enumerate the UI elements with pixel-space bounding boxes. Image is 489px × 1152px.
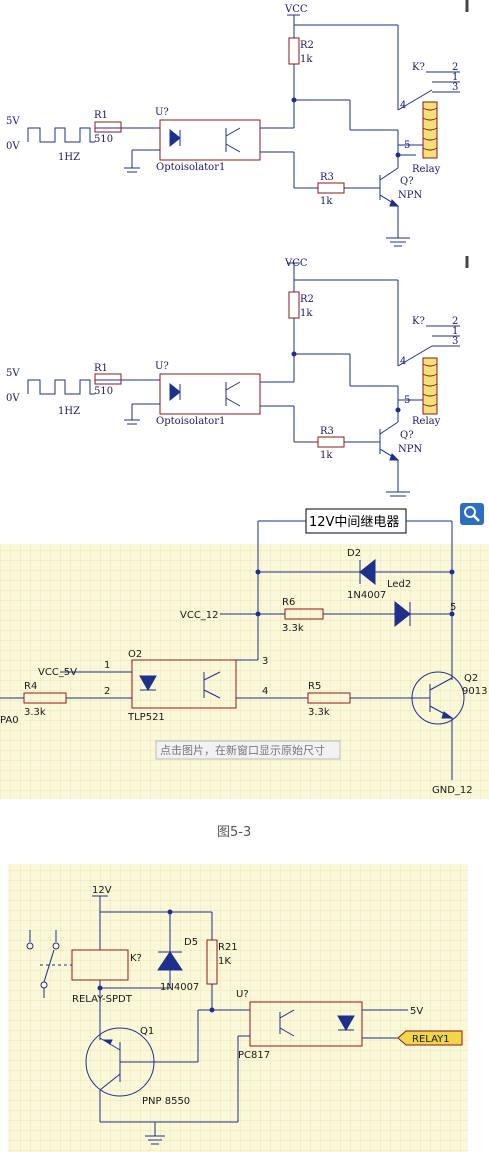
r2-label: R2	[300, 294, 314, 305]
r5-label: R5	[308, 681, 321, 692]
r1-value: 510	[94, 134, 113, 145]
pin-4: 4	[400, 356, 406, 367]
pin-2: 2	[452, 316, 458, 327]
d5-value: 1N4007	[160, 982, 199, 993]
relay-name: Relay	[412, 416, 441, 427]
relay-name: RELAY-SPDT	[72, 994, 133, 1005]
pin-5: 5	[404, 140, 410, 151]
q1-label: Q1	[140, 1026, 154, 1037]
q2-label: Q2	[464, 673, 478, 684]
r3-label: R3	[320, 172, 334, 183]
tooltip-text: 点击图片，在新窗口显示原始尺寸	[160, 743, 325, 757]
r1-value: 510	[94, 386, 113, 397]
pin1-label: 1	[104, 660, 110, 671]
v5-label: 5V	[410, 1006, 423, 1017]
r3-value: 1k	[320, 196, 333, 207]
circuit-1b: VCC R2 1k K? 2 1 3 4 5 5V 0V 1HZ R1 510 …	[0, 248, 470, 498]
relay-ref: K?	[130, 953, 142, 964]
vcc-label: VCC	[284, 4, 308, 15]
pin3-label: 3	[262, 656, 268, 667]
pin-1: 1	[452, 326, 458, 337]
input-5v: 5V	[6, 116, 20, 127]
relay-name: Relay	[412, 164, 441, 175]
pin5-label: 5	[450, 602, 456, 613]
pin-5: 5	[404, 395, 410, 406]
r3-value: 1k	[320, 450, 333, 461]
npn-label: NPN	[398, 190, 422, 201]
r2-label: R2	[300, 40, 314, 51]
d2-value: 1N4007	[347, 590, 386, 601]
r21-label: R21	[218, 942, 238, 953]
pin-3: 3	[452, 82, 458, 93]
r4-label: R4	[24, 681, 37, 692]
q-ref: Q?	[400, 430, 414, 441]
input-0v: 0V	[6, 393, 20, 404]
r2-value: 1k	[300, 54, 313, 65]
o2-label: O2	[128, 649, 142, 660]
q-ref: Q?	[400, 176, 414, 187]
freq-label: 1HZ	[58, 152, 80, 163]
pin-3: 3	[452, 336, 458, 347]
input-0v: 0V	[6, 141, 20, 152]
circuit-2: 12V中间继电器 D2 1N4007 Led2 VCC_12 R6 3.3k 5…	[0, 498, 489, 799]
d2-label: D2	[347, 548, 361, 559]
opto-ref: U?	[155, 361, 169, 372]
opto-name: Optoisolator1	[156, 416, 225, 427]
pnp-label: PNP 8550	[142, 1096, 190, 1107]
pin-1: 1	[452, 72, 458, 83]
relay1-label: RELAY1	[412, 1034, 450, 1045]
vcc12-label: VCC_12	[180, 610, 219, 621]
r1-label: R1	[94, 363, 108, 374]
relay-ref: K?	[412, 316, 425, 327]
r1-label: R1	[94, 110, 108, 121]
pa0-label: PA0	[0, 715, 19, 726]
r21-value: 1K	[218, 956, 231, 967]
tlp-label: TLP521	[127, 712, 165, 723]
vcc5-label: VCC_5V	[38, 667, 77, 678]
q2-value: 9013	[462, 686, 487, 697]
pin-4: 4	[400, 100, 406, 111]
u-ref: U?	[236, 989, 249, 1000]
r2-value: 1k	[300, 308, 313, 319]
d5-label: D5	[184, 937, 198, 948]
r3-label: R3	[320, 426, 334, 437]
opto-ref: U?	[155, 107, 169, 118]
gnd12-label: GND_12	[432, 785, 473, 796]
vcc-label: VCC	[284, 258, 308, 269]
circuit-1-labels: VCC R2 1k K? 2 1 3 4 5 5V 0V 1HZ R1 510 …	[6, 4, 458, 207]
r4-value: 3.3k	[24, 707, 46, 718]
freq-label: 1HZ	[58, 406, 80, 417]
pc817-label: PC817	[238, 1050, 270, 1061]
opto-name: Optoisolator1	[156, 162, 225, 173]
v12-label: 12V	[92, 885, 112, 896]
circuit-1	[0, 0, 470, 248]
relay-title: 12V中间继电器	[309, 515, 399, 530]
input-5v: 5V	[6, 368, 20, 379]
figure-caption: 图5-3	[217, 825, 251, 840]
pin2-label: 2	[104, 686, 110, 697]
pin4-label: 4	[262, 686, 268, 697]
zoom-icon[interactable]	[460, 503, 484, 525]
pin-2: 2	[452, 62, 458, 73]
r6-value: 3.3k	[282, 623, 304, 634]
relay-ref: K?	[412, 62, 425, 73]
led-label: Led2	[387, 579, 411, 590]
r5-value: 3.3k	[308, 707, 330, 718]
relay1-port	[397, 1030, 463, 1046]
npn-label: NPN	[398, 444, 422, 455]
r6-label: R6	[282, 597, 295, 608]
tooltip: 点击图片，在新窗口显示原始尺寸	[155, 740, 341, 760]
circuit-3: 12V D5 1N4007 R21 1K K? RELAY-SPDT U? Q1…	[8, 864, 468, 1152]
